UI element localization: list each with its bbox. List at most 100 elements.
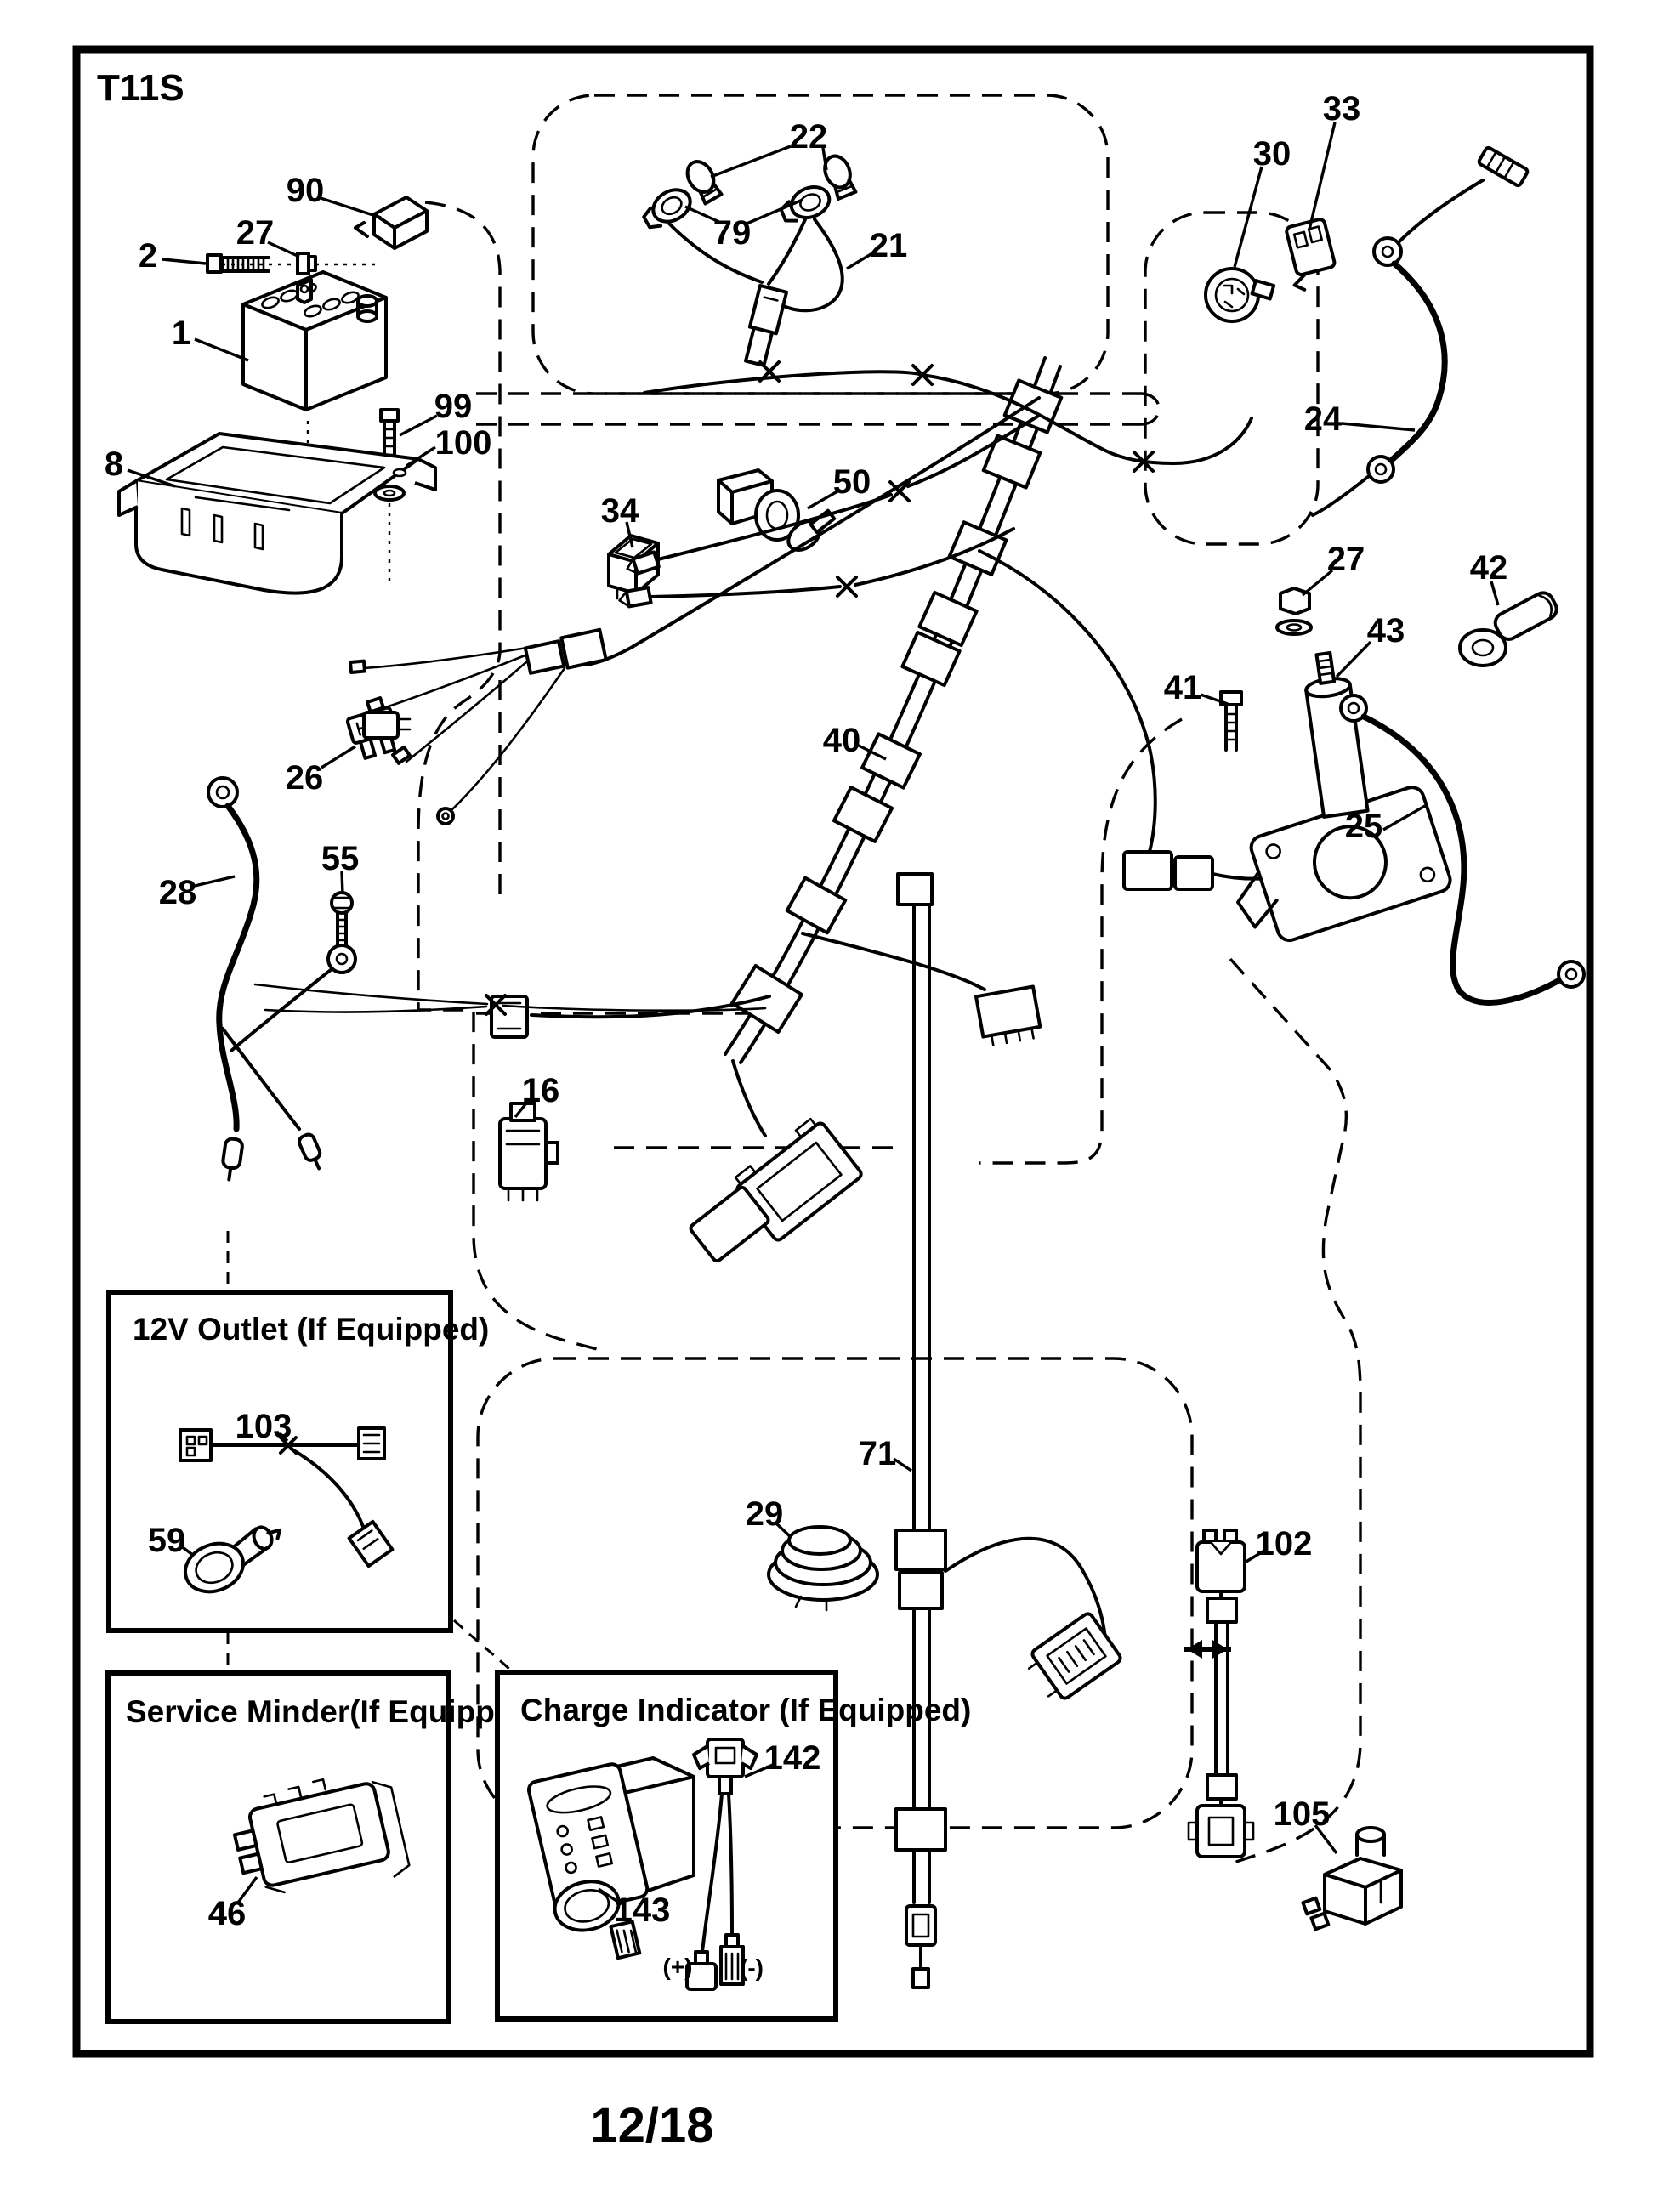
callout-leader-27	[267, 241, 300, 258]
battery-tray-drawing	[117, 432, 437, 595]
callout-leader-22	[821, 147, 828, 171]
battery-cable-25-drawing	[1339, 694, 1586, 1006]
callout-43-18: 43	[1367, 612, 1405, 649]
callout-leader-50	[807, 490, 838, 510]
callout-142-32: 142	[764, 1739, 821, 1777]
callout-71-29: 71	[859, 1435, 897, 1472]
inset-service-minder: Service Minder(If Equipped)	[105, 1670, 542, 2024]
callout-99-4: 99	[434, 388, 473, 425]
switch-34-drawing	[607, 534, 660, 604]
headlight-socket-right	[779, 185, 832, 223]
splice-marks	[485, 360, 1155, 1016]
wire-harness-71-drawing	[894, 872, 1122, 1989]
callout-leader-40	[856, 743, 887, 761]
ground-wire-28-drawing	[207, 776, 322, 1182]
connector-stub-drawing	[362, 711, 412, 740]
callout-leader-8	[127, 468, 176, 488]
callout-(-)-35: (-)	[740, 1954, 764, 1981]
callout-50-14: 50	[833, 463, 871, 501]
callout-24-12: 24	[1304, 400, 1343, 438]
boot-42-drawing	[1458, 591, 1558, 667]
headlight-socket-left	[642, 188, 692, 230]
inset-12v-outlet-box	[106, 1290, 453, 1633]
main-harness-40-drawing	[253, 356, 1309, 1263]
extension-harness-102-drawing	[1184, 1529, 1255, 1858]
callout-26-15: 26	[286, 759, 324, 797]
callout-41-19: 41	[1164, 669, 1202, 706]
fuse-33-drawing	[1285, 218, 1337, 292]
callout-leader-79	[744, 198, 803, 226]
callout-28-22: 28	[159, 874, 197, 911]
callout-2-1: 2	[139, 237, 157, 275]
callout-8-6: 8	[105, 445, 123, 483]
callout-leader-43	[1335, 640, 1372, 678]
interlock-socket-30-drawing	[1204, 267, 1276, 323]
callout-102-30: 102	[1256, 1525, 1313, 1563]
callout-55-23: 55	[321, 840, 360, 877]
headlight-bulb-left	[685, 160, 724, 206]
callout-25-21: 25	[1345, 808, 1383, 845]
harness-sleeves	[730, 378, 1064, 1035]
inset-12v-outlet-title: 12V Outlet (If Equipped)	[133, 1312, 489, 1347]
callout-leader-1	[194, 337, 249, 362]
battery-drawing	[241, 270, 388, 411]
callout-16-24: 16	[522, 1072, 560, 1109]
service-minder-module-46-drawing	[232, 1778, 411, 1894]
callout-leader-26	[321, 745, 356, 769]
callout-59-26: 59	[148, 1522, 186, 1559]
callout-leader-142	[744, 1763, 774, 1778]
callout-leader-29	[775, 1522, 792, 1539]
headlight-connector	[744, 284, 789, 367]
nut-27b-drawing	[1275, 587, 1313, 636]
solenoid-43-drawing	[1219, 587, 1586, 1006]
callout-105-31: 105	[1274, 1795, 1331, 1833]
battery-terminal-post	[356, 294, 378, 323]
callout-leader-30	[1233, 166, 1263, 268]
fuse-holder-90-drawing	[354, 196, 429, 250]
terminal-nut-drawing	[296, 252, 317, 275]
callout-leader-24	[1341, 422, 1416, 432]
callout-leader-41	[1200, 693, 1229, 706]
terminal-bolt-drawing	[206, 253, 378, 274]
callout-46-27: 46	[208, 1895, 247, 1932]
callout-27-17: 27	[1327, 541, 1365, 578]
callout-leader-2	[162, 258, 207, 265]
callout-34-13: 34	[601, 492, 639, 530]
inset-charge-indicator: Charge Indicator (If Equipped)	[495, 1670, 971, 2022]
callout-40-16: 40	[823, 722, 861, 759]
seat-switch-29-drawing	[767, 1525, 879, 1612]
callout-33-10: 33	[1323, 90, 1361, 128]
callout-30-11: 30	[1253, 135, 1291, 173]
bolt-99-drawing	[379, 408, 400, 474]
callout-27-2: 27	[236, 214, 275, 252]
diagram-code: T11S	[97, 67, 184, 109]
callout-leader-79	[684, 205, 722, 224]
callout-21-9: 21	[870, 227, 908, 264]
callout-leader-55	[340, 871, 344, 895]
callout-leader-33	[1308, 122, 1337, 230]
washer-100-drawing	[306, 421, 406, 583]
callout-leader-16	[514, 1098, 531, 1119]
callout-leader-34	[625, 521, 634, 548]
page-number: 12/18	[590, 2098, 713, 2153]
bolt-41-drawing	[1219, 690, 1243, 752]
callout-100-5: 100	[435, 424, 492, 462]
switch-105-drawing	[1301, 1826, 1403, 1931]
headlight-bulb-right	[823, 154, 858, 201]
battery-cell-caps	[261, 282, 360, 318]
callout-leader-90	[320, 196, 382, 219]
callout-1-3: 1	[172, 315, 190, 352]
callout-103-25: 103	[236, 1408, 292, 1445]
callout-90-0: 90	[287, 172, 325, 209]
callout-79-8: 79	[713, 214, 752, 252]
diagram-border	[72, 45, 1594, 2058]
inset-12v-outlet: 12V Outlet (If Equipped)	[106, 1290, 489, 1633]
inset-service-minder-title: Service Minder(If Equipped)	[126, 1694, 542, 1729]
inset-charge-indicator-title: Charge Indicator (If Equipped)	[520, 1693, 971, 1727]
callout-leader-99	[399, 414, 438, 437]
callout-143-33: 143	[614, 1892, 671, 1929]
callout-22-7: 22	[790, 118, 828, 156]
inset-service-minder-box	[105, 1670, 451, 2024]
callout-leader-28	[194, 875, 236, 888]
